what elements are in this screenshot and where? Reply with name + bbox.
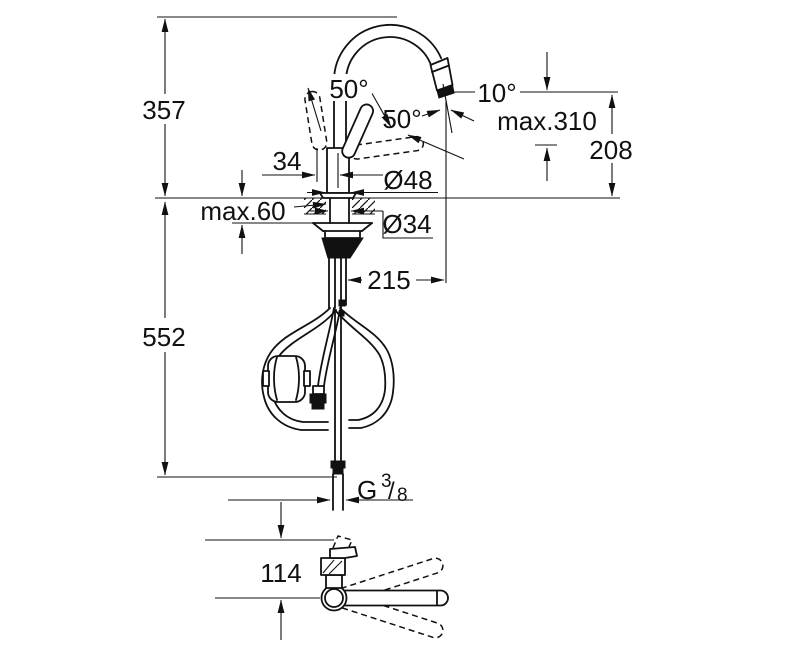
dim-50b-arrow-left xyxy=(407,134,465,160)
mounting-hardware xyxy=(312,197,373,259)
washer-side-right xyxy=(361,222,373,232)
top-view-lever-shade-1 xyxy=(322,559,335,574)
dim-g38-label: G 3 / 8 xyxy=(357,471,408,506)
middle-hose-nut xyxy=(312,385,325,395)
label-bg xyxy=(140,322,187,349)
top-view-lever-ghost xyxy=(332,535,353,549)
top-view xyxy=(320,535,449,639)
dim-max310-label: max.310 xyxy=(497,106,597,136)
spout-inner-curve xyxy=(345,36,434,82)
spray-head-body xyxy=(429,57,454,92)
dim-50b-label: 50° xyxy=(382,104,421,134)
faucet-body xyxy=(319,80,357,199)
dimension-labels: 357 552 max.60 34 Ø48 Ø34 215 50° 50° 10… xyxy=(140,74,634,588)
spout-arc xyxy=(333,24,443,82)
side-view xyxy=(155,24,620,511)
mounting-nut xyxy=(324,230,361,239)
label-bg xyxy=(142,95,188,122)
lever-handle-ghost-up xyxy=(304,90,328,151)
dim-50a-arrow-upper xyxy=(307,87,322,132)
label-bg xyxy=(362,265,416,293)
dim-d48-label: Ø48 xyxy=(383,165,432,195)
right-hose-loop-inner xyxy=(334,309,387,421)
hose-weight-seam-right xyxy=(295,356,300,401)
spout-outer-curve xyxy=(333,24,443,82)
dim-50a-arrow-lower xyxy=(369,89,392,128)
hatch-right xyxy=(352,198,375,214)
dim-10deg-label: 10° xyxy=(477,78,516,108)
pullout-hose-nut xyxy=(330,460,346,469)
spray-head-joint xyxy=(431,64,450,73)
hose-weight xyxy=(262,355,311,403)
middle-hose-right xyxy=(323,309,341,387)
g38-numerator: 3 xyxy=(381,471,392,492)
top-view-neck xyxy=(325,574,343,589)
dim-50a-label: 50° xyxy=(329,74,368,104)
g38-denominator: 8 xyxy=(397,485,408,506)
label-bg xyxy=(588,136,634,162)
dim-114-label: 114 xyxy=(260,558,301,588)
top-view-base-inner xyxy=(324,588,344,608)
middle-hose-left xyxy=(317,307,335,387)
top-view-lever xyxy=(329,546,358,559)
dim-357-label: 357 xyxy=(142,95,185,125)
dim-d34-label: Ø34 xyxy=(382,209,431,239)
dim-552-label: 552 xyxy=(142,322,185,352)
hose-weight-clip-right xyxy=(303,370,311,387)
hose-weight-clip-left xyxy=(262,370,270,387)
g38-slash: / xyxy=(388,478,395,505)
label-bg xyxy=(327,74,372,101)
dim-d34-leader xyxy=(382,211,433,239)
pullout-hose-nut-2 xyxy=(332,467,344,475)
right-hose-loop-outer xyxy=(339,307,395,429)
hose-clip-1 xyxy=(338,299,346,307)
supply-hoses xyxy=(261,257,395,511)
dim-215-label: 215 xyxy=(367,265,410,295)
dim-max60-label: max.60 xyxy=(200,196,285,226)
dim-max60-leader xyxy=(293,201,327,209)
dim-50b-arrow-right xyxy=(421,109,441,118)
dim-208-label: 208 xyxy=(589,135,632,165)
middle-hose-fitting-tip xyxy=(311,402,325,410)
countertop-section-hatch xyxy=(304,198,375,215)
hose-weight-seam-left xyxy=(273,356,278,401)
g38-letter-g: G xyxy=(357,475,377,505)
spray-head-tip xyxy=(436,84,455,99)
washer-side-left xyxy=(312,222,324,232)
base-flange xyxy=(319,192,357,199)
shank-collar xyxy=(321,237,364,259)
dim-34-label: 34 xyxy=(273,146,302,176)
label-bg xyxy=(475,79,520,105)
top-view-lever-shade-2 xyxy=(328,560,343,575)
dim-10deg-arrow xyxy=(450,109,475,122)
spray-head-axis-line xyxy=(442,83,453,134)
pullout-spray-head xyxy=(429,57,455,99)
middle-hose-fitting xyxy=(309,393,327,404)
lever-handle xyxy=(341,103,374,159)
top-view-spout xyxy=(335,589,449,607)
